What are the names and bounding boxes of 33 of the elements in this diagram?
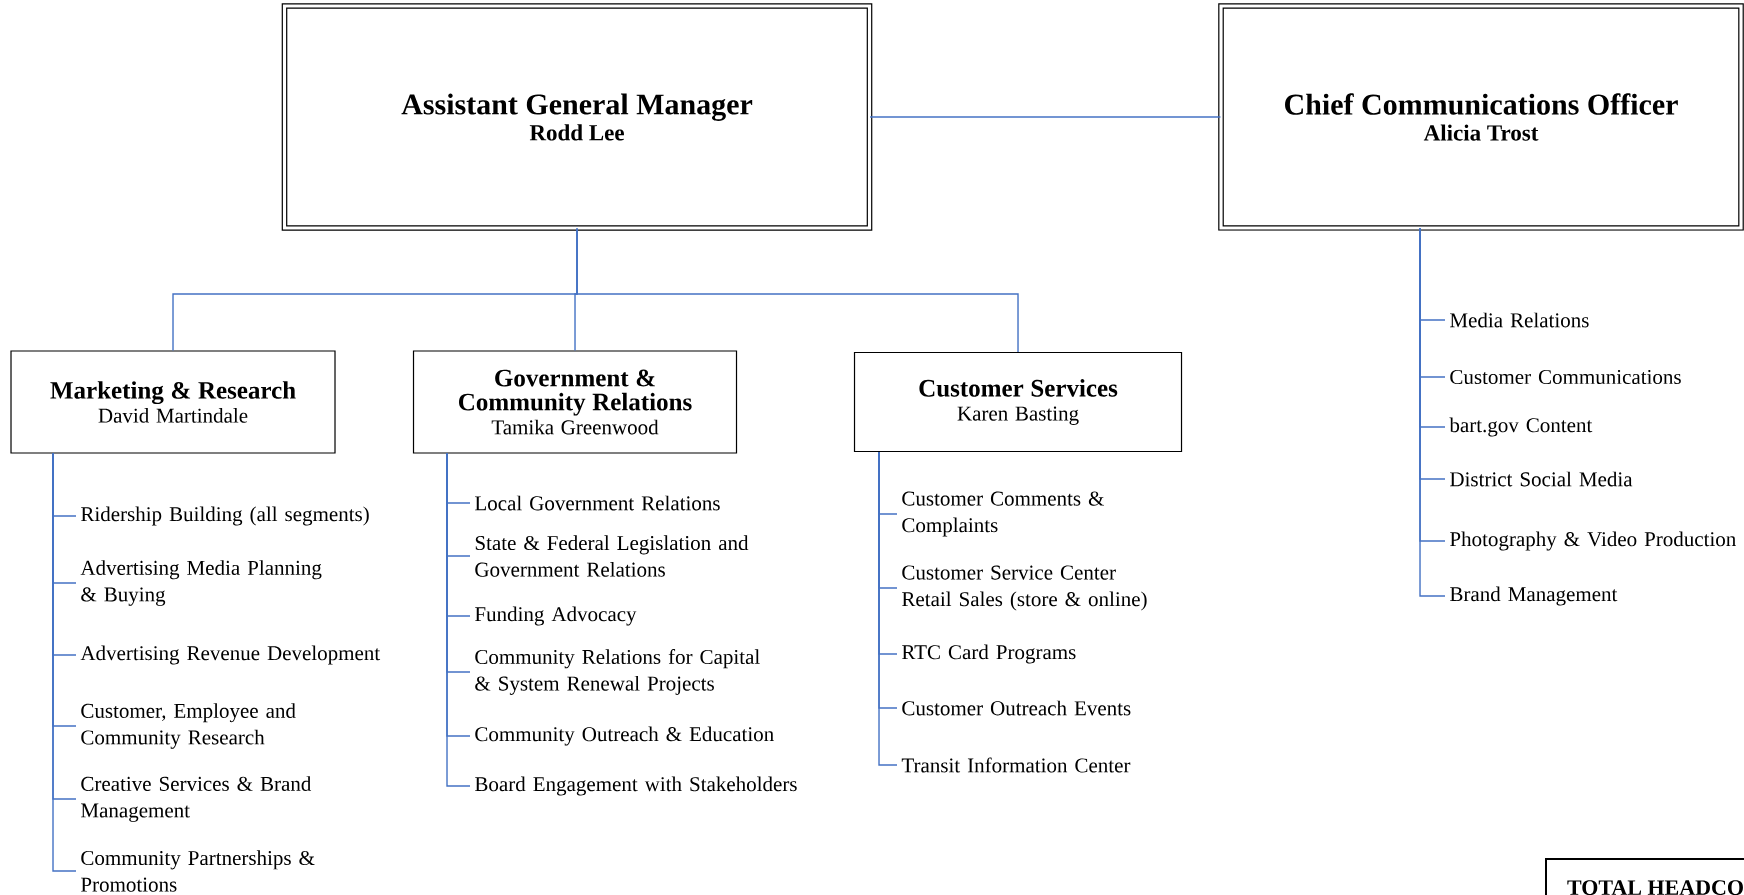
function-text: Customer, Employee and Community Research bbox=[81, 703, 296, 749]
headcount-box: TOTAL HEADCO bbox=[1545, 858, 1744, 895]
department-box: Government & Community Relations Tamika Greenwood bbox=[412, 350, 738, 454]
function-text: Community Partnerships & Promotions bbox=[81, 850, 315, 892]
function-text: State & Federal Legislation and Government Relations bbox=[475, 535, 749, 577]
connector-line bbox=[878, 451, 898, 766]
function-text: Community Relations for Capital & System Renewal Projects bbox=[475, 649, 760, 695]
function-text: Customer Communications bbox=[1450, 369, 1681, 385]
function-text: District Social Media bbox=[1450, 471, 1633, 487]
executive-box: Assistant General Manager Rodd Lee bbox=[281, 3, 873, 231]
function-text: Transit Information Center bbox=[901, 757, 1131, 773]
function-text: bart.gov Content bbox=[1449, 417, 1593, 437]
function-text: Customer Outreach Events bbox=[902, 700, 1131, 716]
function-text: Local Government Relations bbox=[475, 495, 720, 511]
function-text: Customer Service Center Retail Sales (store & online) bbox=[902, 565, 1147, 611]
connector-line bbox=[869, 116, 1222, 118]
function-text: RTC Card Programs bbox=[902, 644, 1076, 664]
function-text: Media Relations bbox=[1450, 312, 1589, 328]
connector-line bbox=[52, 452, 77, 872]
function-text: Photography & Video Production bbox=[1450, 531, 1736, 551]
function-text: Board Engagement with Stakeholders bbox=[475, 776, 797, 796]
function-text: Community Outreach & Education bbox=[475, 726, 774, 746]
department-box: Customer Services Karen Basting bbox=[853, 351, 1183, 453]
connector-line bbox=[576, 227, 1019, 353]
function-text: Advertising Revenue Development bbox=[80, 645, 381, 665]
department-box: Marketing & Research David Martindale bbox=[10, 350, 336, 454]
function-text: Advertising Media Planning & Buying bbox=[80, 560, 322, 606]
function-text: Customer Comments & Complaints bbox=[902, 491, 1104, 537]
function-text: Funding Advocacy bbox=[475, 606, 637, 626]
function-text: Brand Management bbox=[1450, 586, 1618, 606]
function-text: Creative Services & Brand Management bbox=[81, 776, 312, 822]
function-text: Ridership Building (all segments) bbox=[81, 506, 369, 526]
executive-box: Chief Communications Officer Alicia Trost bbox=[1218, 3, 1744, 231]
